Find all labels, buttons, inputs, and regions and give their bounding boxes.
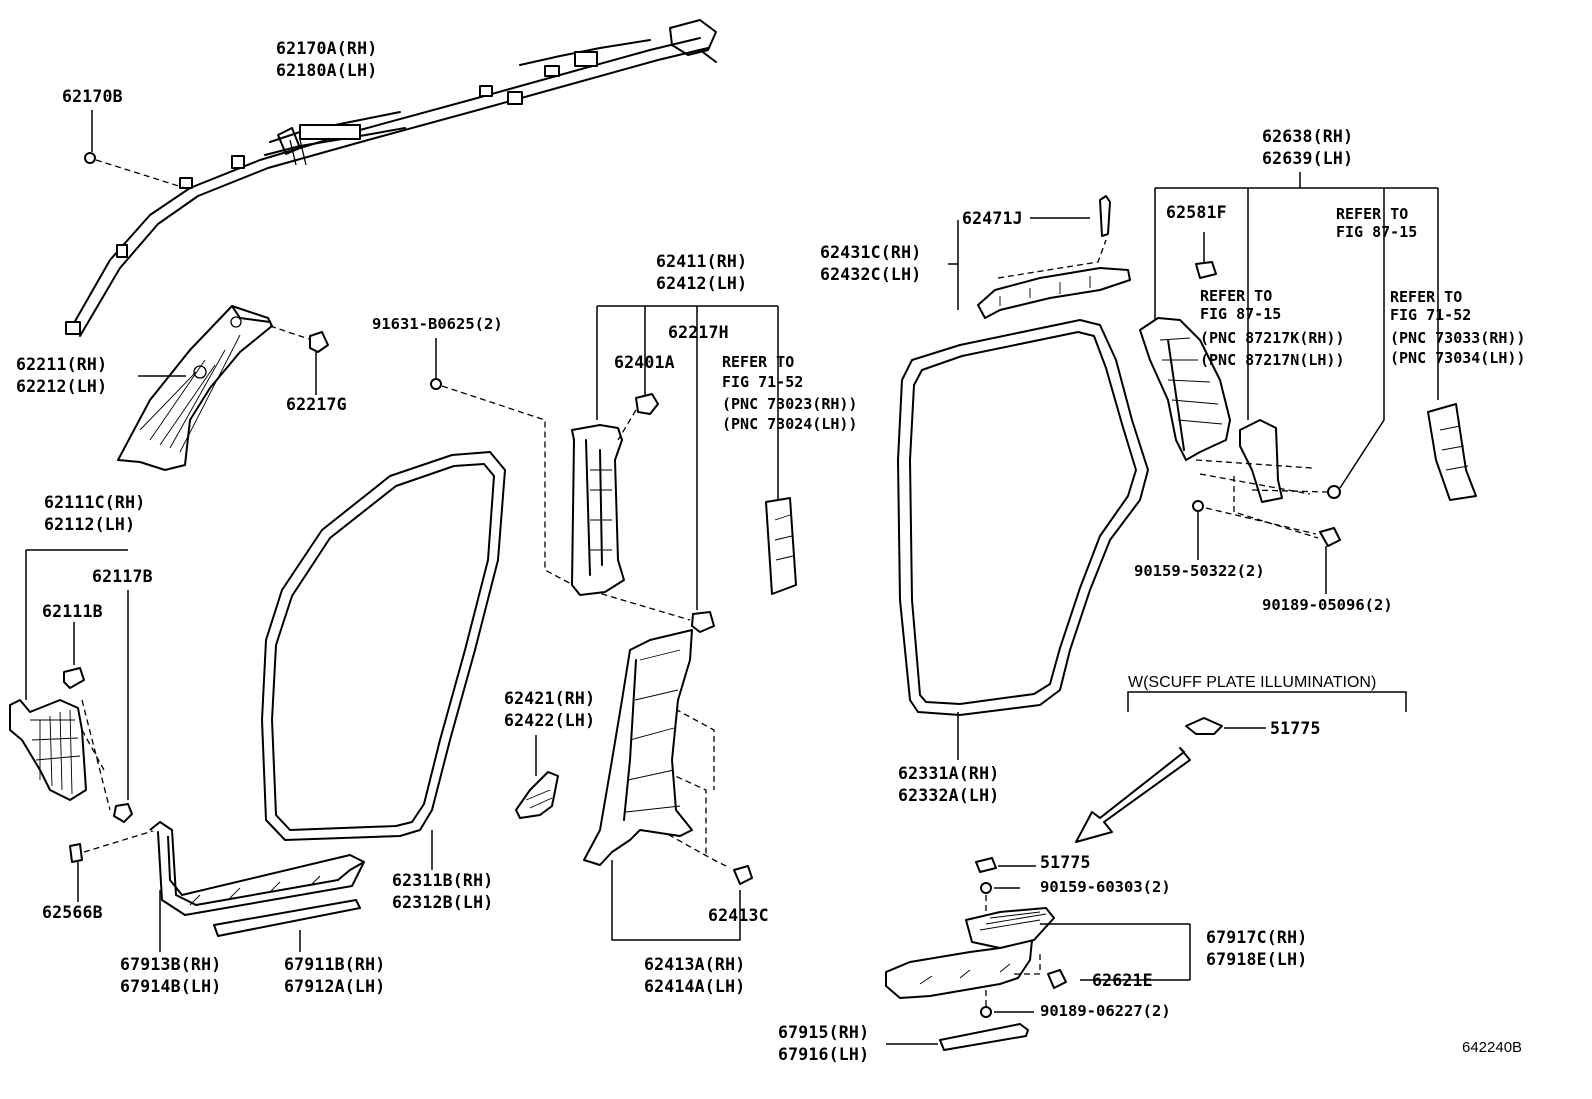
part-label: 62217G	[286, 395, 347, 414]
part-label: 90189-06227(2)	[1040, 1002, 1171, 1020]
curtain-airbag-assembly	[65, 19, 717, 337]
part-label: 67914B(LH)	[120, 977, 222, 996]
center-pillar-lower-garnish	[583, 629, 693, 866]
part-label: 62414A(LH)	[644, 977, 746, 996]
rear-door-weatherstrip	[897, 319, 1149, 716]
part-label: 62566B	[42, 903, 103, 922]
part-label: 67918E(LH)	[1206, 950, 1308, 969]
refer-note: FIG 87-15	[1336, 223, 1418, 241]
refer-note: REFER TO	[722, 353, 795, 371]
refer-note: (PNC 73024(LH))	[722, 415, 858, 433]
part-label: 62431C(RH)	[820, 243, 922, 262]
refer-note: FIG 87-15	[1200, 305, 1282, 323]
part-label: 62332A(LH)	[898, 786, 1000, 805]
front-pillar-garnish	[117, 305, 273, 471]
part-label: 62471J	[962, 209, 1023, 228]
refer-note: REFER TO	[1200, 287, 1273, 305]
part-label: 67916(LH)	[778, 1045, 870, 1064]
part-label: 62411(RH)	[656, 252, 748, 271]
refer-note: (PNC 87217K(RH))	[1200, 329, 1345, 347]
part-label: 62180A(LH)	[276, 61, 378, 80]
part-label: 62331A(RH)	[898, 764, 1000, 783]
refer-note: (PNC 73034(LH))	[1390, 349, 1526, 367]
center-pillar-upper-garnish	[571, 424, 625, 596]
part-label: 62211(RH)	[16, 355, 108, 374]
part-label: 62170A(RH)	[276, 39, 378, 58]
part-label: 62112(LH)	[44, 515, 136, 534]
part-label: 62311B(RH)	[392, 871, 494, 890]
part-label: 62638(RH)	[1262, 127, 1354, 146]
refer-note: FIG 71-52	[1390, 306, 1472, 324]
refer-note: REFER TO	[1390, 288, 1463, 306]
part-label: 90159-50322(2)	[1134, 562, 1265, 580]
part-label: 62422(LH)	[504, 711, 596, 730]
part-label: 90189-05096(2)	[1262, 596, 1393, 614]
part-label: 62413A(RH)	[644, 955, 746, 974]
part-label: 67917C(RH)	[1206, 928, 1308, 947]
front-scuff-plate	[149, 821, 365, 937]
part-label: 67913B(RH)	[120, 955, 222, 974]
part-label: 91631-B0625(2)	[372, 315, 503, 333]
part-label: 62117B	[92, 567, 153, 586]
part-label: 62111B	[42, 602, 103, 621]
part-label: 62212(LH)	[16, 377, 108, 396]
part-label: 51775	[1270, 719, 1321, 738]
part-label: 62581F	[1166, 203, 1227, 222]
option-group-label: W(SCUFF PLATE ILLUMINATION)	[1128, 674, 1377, 691]
part-label: 62111C(RH)	[44, 493, 146, 512]
rear-pillar-garnish	[1139, 317, 1231, 461]
refer-note: REFER TO	[1336, 205, 1409, 223]
part-label: 62639(LH)	[1262, 149, 1354, 168]
part-label: 62413C	[708, 906, 769, 925]
cowl-side-trim	[9, 699, 87, 801]
refer-note: (PNC 73033(RH))	[1390, 329, 1526, 347]
refer-note: FIG 71-52	[722, 373, 804, 391]
part-label: 62401A	[614, 353, 675, 372]
part-label: 62412(LH)	[656, 274, 748, 293]
part-label: 62621E	[1092, 971, 1153, 990]
refer-note: (PNC 87217N(LH))	[1200, 351, 1345, 369]
refer-note: (PNC 73023(RH))	[722, 395, 858, 413]
roof-side-inner-garnish	[977, 267, 1131, 319]
rear-scuff-plate	[885, 907, 1055, 999]
part-label: 62217H	[668, 323, 729, 342]
figure-code: 642240B	[1462, 1039, 1523, 1056]
part-label: 62312B(LH)	[392, 893, 494, 912]
part-label: 51775	[1040, 853, 1091, 872]
part-label: 67915(RH)	[778, 1023, 870, 1042]
part-label: 62170B	[62, 87, 123, 106]
part-label: 67912A(LH)	[284, 977, 386, 996]
part-label: 90159-60303(2)	[1040, 878, 1171, 896]
part-label: 62432C(LH)	[820, 265, 922, 284]
part-label: 67911B(RH)	[284, 955, 386, 974]
part-label: 62421(RH)	[504, 689, 596, 708]
front-door-weatherstrip	[261, 451, 506, 841]
